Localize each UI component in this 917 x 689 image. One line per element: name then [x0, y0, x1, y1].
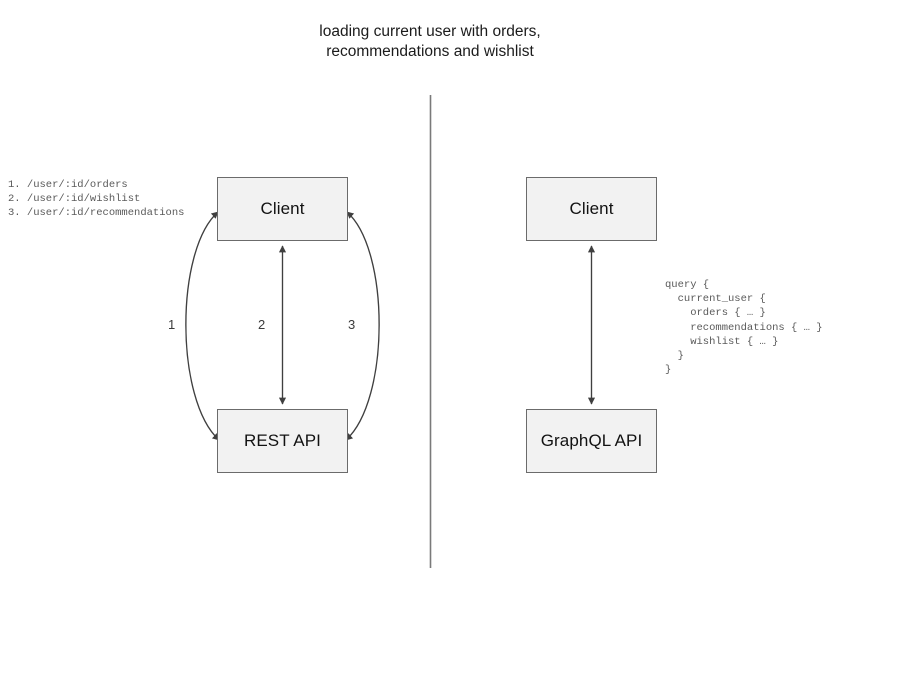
edge-3-connector	[345, 211, 380, 441]
node-graphql-api-label: GraphQL API	[540, 431, 643, 450]
edge-label-3: 3	[348, 317, 356, 332]
rest-endpoint-list: 1. /user/:id/orders 2. /user/:id/wishlis…	[8, 179, 185, 220]
node-client-rest[interactable]: Client	[217, 177, 348, 241]
edge-label-1: 1	[168, 317, 176, 332]
edge-1-connector	[185, 211, 220, 441]
node-rest-api[interactable]: REST API	[217, 409, 348, 473]
page-title: loading current user with orders, recomm…	[319, 23, 541, 60]
node-client-graphql-label: Client	[569, 199, 614, 218]
graphql-query-snippet: query { current_user { orders { … } reco…	[665, 279, 823, 377]
node-graphql-api[interactable]: GraphQL API	[526, 409, 657, 473]
edge-label-2: 2	[258, 317, 266, 332]
node-rest-api-label: REST API	[243, 431, 322, 450]
node-client-graphql[interactable]: Client	[526, 177, 657, 241]
node-client-rest-label: Client	[260, 199, 305, 218]
